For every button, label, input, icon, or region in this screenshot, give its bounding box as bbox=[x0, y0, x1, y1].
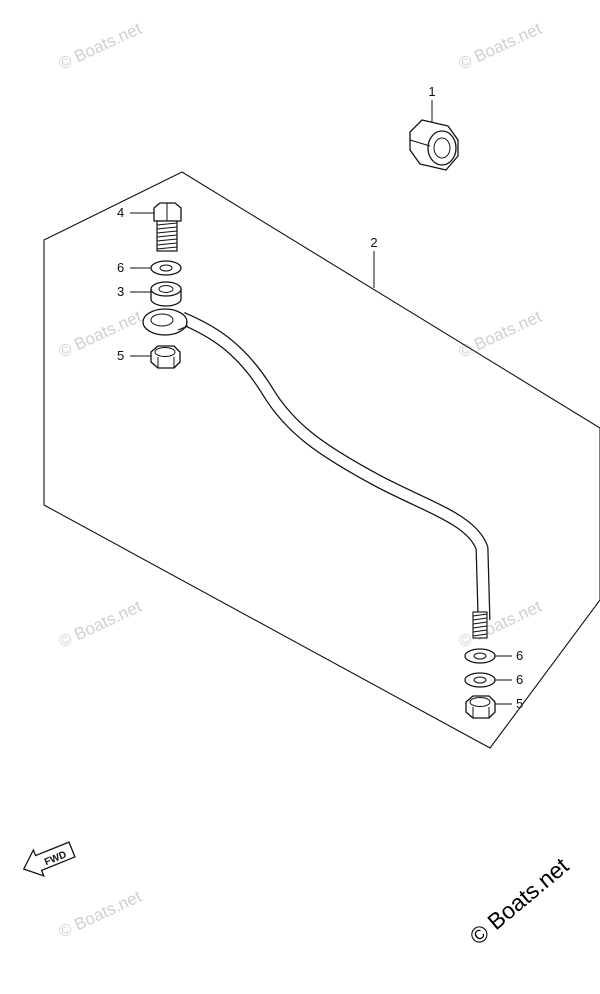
callout-label: 6 bbox=[117, 260, 124, 275]
watermark-text: © Boats.net bbox=[56, 597, 145, 652]
washer-right-b-icon bbox=[464, 672, 496, 688]
washer-right-a-icon bbox=[464, 648, 496, 664]
watermark-text: © Boats.net bbox=[456, 307, 545, 362]
watermark-text: © Boats.net bbox=[56, 19, 145, 74]
callout-label: 1 bbox=[428, 84, 435, 99]
watermark-text: © Boats.net bbox=[56, 887, 145, 942]
callout-label: 6 bbox=[516, 648, 523, 663]
copyright-text: © Boats.net bbox=[465, 852, 574, 950]
bushing-icon bbox=[150, 281, 182, 307]
nut-top-icon bbox=[409, 119, 459, 171]
leader-lines bbox=[130, 100, 512, 705]
watermark-text: © Boats.net bbox=[56, 307, 145, 362]
callout-label: 3 bbox=[117, 284, 124, 299]
bolt-icon bbox=[153, 202, 182, 252]
watermark-group: © Boats.net © Boats.net © Boats.net © Bo… bbox=[56, 19, 545, 942]
callout-label: 5 bbox=[516, 696, 523, 711]
callout-label: 6 bbox=[516, 672, 523, 687]
watermark-text: © Boats.net bbox=[456, 597, 545, 652]
fwd-arrow-icon: FWD bbox=[22, 841, 76, 878]
nut-left-icon bbox=[150, 345, 181, 369]
washer-left-icon bbox=[150, 260, 182, 276]
tie-rod-icon bbox=[142, 308, 491, 639]
callout-label: 5 bbox=[117, 348, 124, 363]
watermark-text: © Boats.net bbox=[456, 19, 545, 74]
callout-label: 4 bbox=[117, 205, 124, 220]
assembly-frame bbox=[43, 171, 600, 749]
nut-right-icon bbox=[465, 695, 496, 719]
callout-label: 2 bbox=[370, 235, 377, 250]
